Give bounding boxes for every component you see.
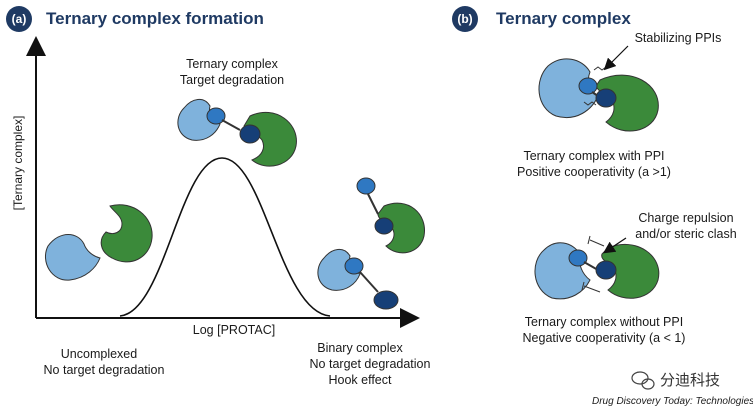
negative-cooperativity-complex (534, 235, 660, 300)
stabilizing-ppi-arrow (603, 45, 629, 71)
positive-caption-line1: Ternary complex with PPI (523, 149, 665, 163)
negative-caption-line2: Negative cooperativity (a < 1) (522, 331, 686, 345)
peak-label-line2: Target degradation (179, 73, 285, 87)
binary-complex-e3 (317, 249, 399, 310)
watermark-text: 分迪科技 (660, 372, 721, 389)
panel-b-title: Ternary complex (496, 9, 631, 28)
peak-ternary-complex (177, 99, 297, 167)
uncomplexed-target-protein (100, 204, 153, 263)
positive-cooperativity-complex (538, 58, 659, 132)
stabilizing-ppi-label: Stabilizing PPIs (634, 31, 722, 45)
left-label-line1: Uncomplexed (60, 347, 138, 361)
positive-caption-line2: Positive cooperativity (a >1) (517, 165, 671, 179)
peak-label-line1: Ternary complex (186, 57, 278, 71)
source-credit: Drug Discovery Today: Technologies (592, 396, 753, 407)
panel-a-badge: (a) (6, 6, 32, 32)
right-label-line3: Hook effect (328, 373, 392, 387)
bell-curve (119, 157, 331, 317)
x-axis-label: Log [PROTAC] (192, 323, 276, 337)
uncomplexed-e3-ligase (45, 234, 101, 281)
right-label-line2: No target degradation (309, 357, 431, 371)
panel-a-title: Ternary complex formation (46, 9, 264, 28)
binary-complex-target (356, 177, 425, 254)
left-label-line2: No target degradation (43, 363, 165, 377)
y-axis-label: [Ternary complex] (11, 115, 25, 211)
clash-label-line2: and/or steric clash (635, 227, 737, 241)
wechat-icon (631, 371, 655, 390)
clash-arrow (603, 237, 627, 254)
clash-label-line1: Charge repulsion (638, 211, 734, 225)
negative-caption-line1: Ternary complex without PPI (524, 315, 684, 329)
panel-b-badge: (b) (452, 6, 478, 32)
right-label-line1: Binary complex (317, 341, 403, 355)
